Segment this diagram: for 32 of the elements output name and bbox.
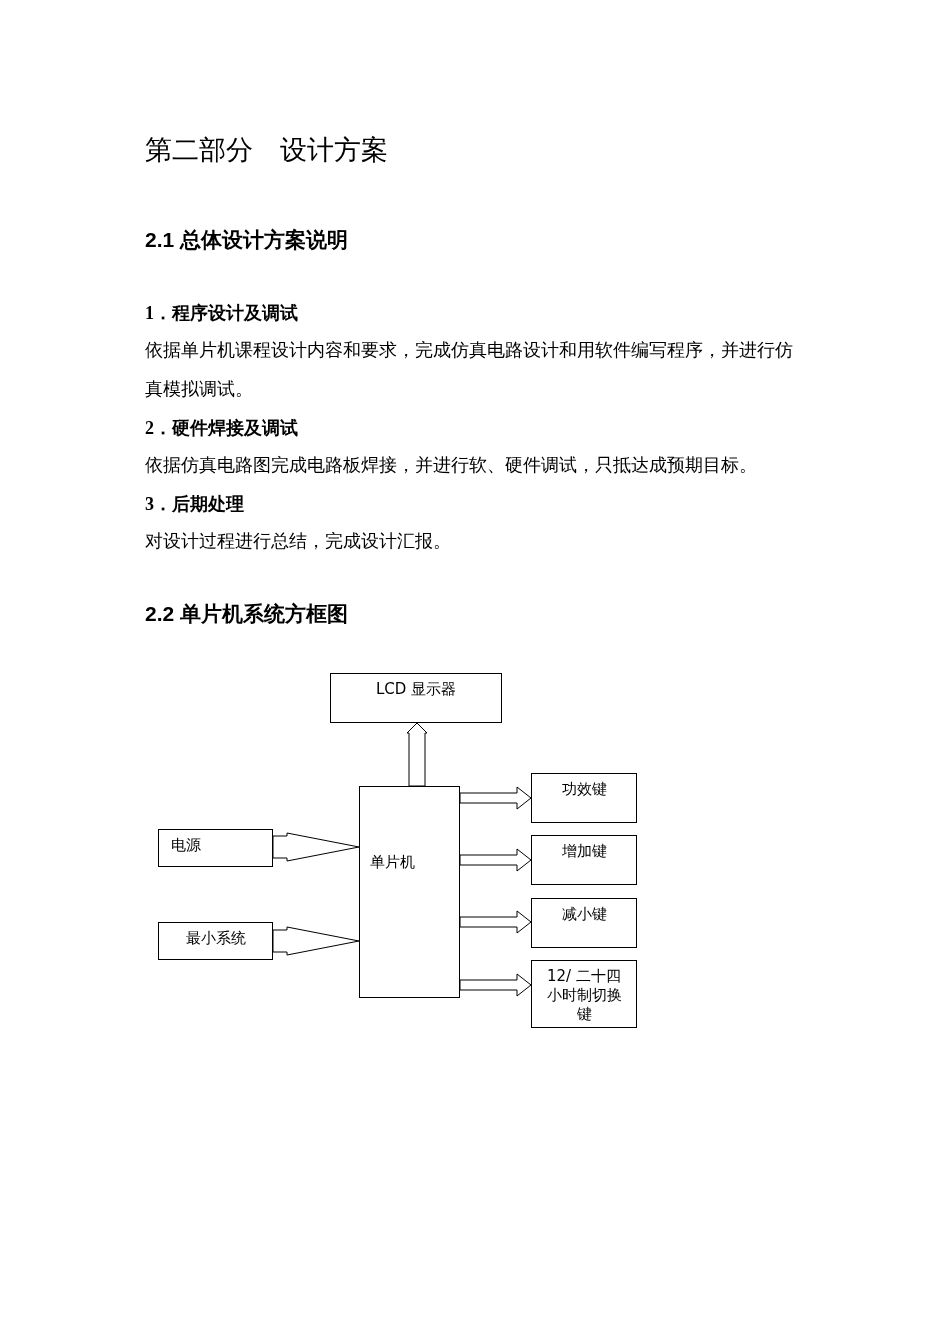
block-box bbox=[330, 673, 502, 723]
block-label: LCD 显示器 bbox=[374, 680, 458, 699]
block-label: 单片机 bbox=[370, 853, 416, 872]
section-heading: 2.1 总体设计方案说明 bbox=[145, 227, 349, 253]
section-heading: 2.2 单片机系统方框图 bbox=[145, 601, 349, 627]
block-box bbox=[158, 922, 273, 960]
block-box bbox=[531, 898, 637, 948]
block-box bbox=[531, 773, 637, 823]
block-arrow bbox=[459, 973, 532, 997]
block-arrow bbox=[459, 786, 532, 810]
body-paragraph: 对设计过程进行总结，完成设计汇报。 bbox=[145, 530, 452, 553]
block-label: 减小键 bbox=[560, 905, 608, 924]
block-box bbox=[531, 835, 637, 885]
block-arrow bbox=[406, 722, 428, 787]
block-label: 功效键 bbox=[560, 780, 608, 799]
block-label: 电源 bbox=[171, 836, 202, 855]
block-arrow bbox=[272, 832, 360, 862]
block-label: 最小系统 bbox=[184, 929, 247, 948]
subsection-heading: 1．程序设计及调试 bbox=[145, 302, 298, 325]
page-heading: 第二部分 设计方案 bbox=[145, 133, 388, 167]
block-box bbox=[531, 960, 637, 1028]
subsection-heading: 3．后期处理 bbox=[145, 493, 244, 516]
block-arrow bbox=[459, 910, 532, 934]
block-box bbox=[158, 829, 273, 867]
block-label: 增加键 bbox=[560, 842, 608, 861]
body-paragraph: 依据仿真电路图完成电路板焊接，并进行软、硬件调试，只抵达成预期目标。 bbox=[145, 454, 758, 477]
subsection-heading: 2．硬件焊接及调试 bbox=[145, 417, 298, 440]
block-box bbox=[359, 786, 460, 998]
body-paragraph: 依据单片机课程设计内容和要求，完成仿真电路设计和用软件编写程序，并进行仿真模拟调试。 bbox=[145, 339, 794, 401]
block-label: 12/ 二十四小时制切换键 bbox=[545, 967, 623, 1024]
block-arrow bbox=[459, 848, 532, 872]
block-arrow bbox=[272, 926, 360, 956]
